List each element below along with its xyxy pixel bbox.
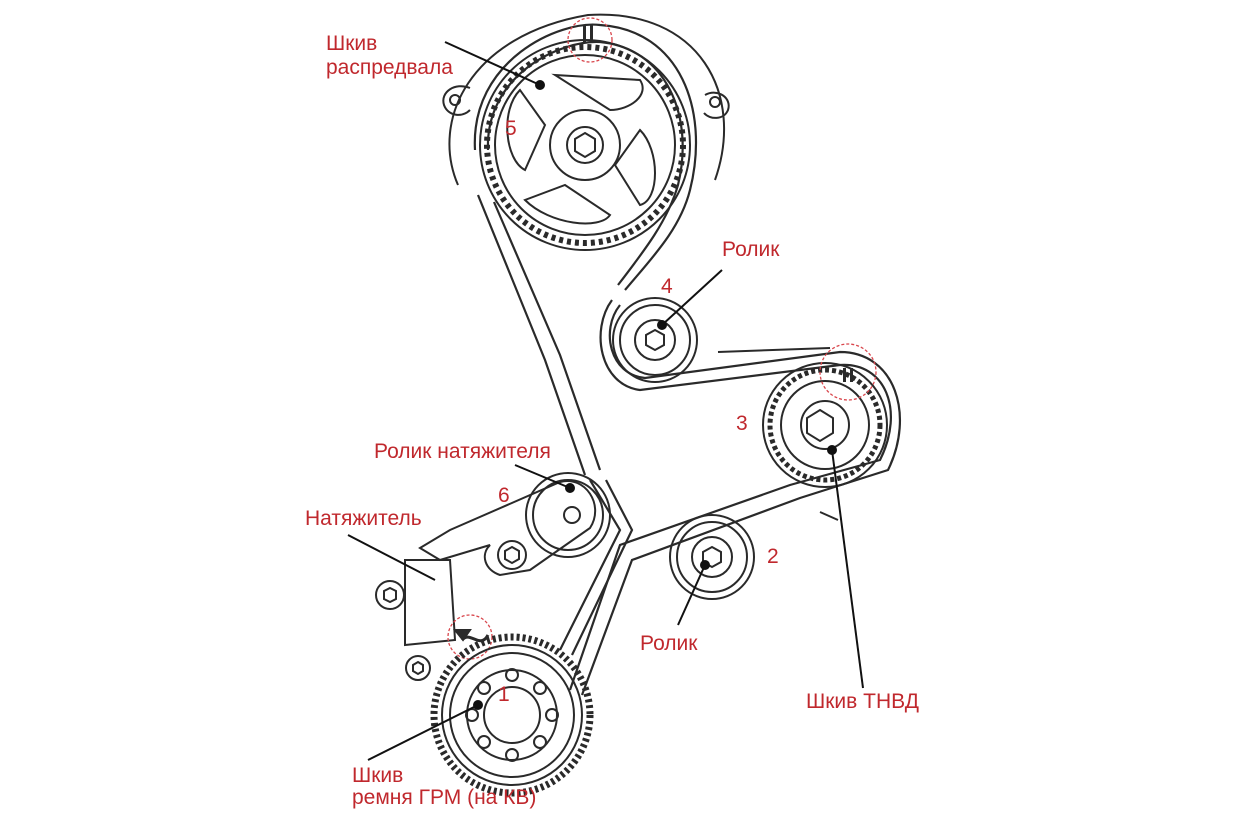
- pump-bracket: [717, 347, 831, 353]
- pump-bracket-lower: [819, 511, 839, 521]
- tensioner-arm: [418, 479, 597, 577]
- label-roller-bottom: Ролик: [640, 632, 698, 655]
- leader-pump-dot: [827, 445, 837, 455]
- leader-roller-2: [677, 564, 706, 626]
- label-roller-top: Ролик: [722, 238, 780, 261]
- leader-tensioner: [347, 534, 436, 581]
- number-1: 1: [498, 683, 510, 706]
- timing-belt: [473, 23, 902, 696]
- camshaft-timing-mark: [567, 17, 613, 63]
- label-tensioner-roller: Ролик натяжителя: [374, 440, 551, 463]
- label-crank-line2: ремня ГРМ (на КВ): [352, 786, 537, 809]
- leader-roller-4-dot: [657, 320, 667, 330]
- camshaft-pulley: [479, 25, 691, 251]
- leader-tensioner-roller: [514, 464, 571, 489]
- injection-pump-pulley: [762, 362, 888, 488]
- injection-pump-timing-mark: [819, 343, 877, 401]
- leader-pump: [831, 449, 864, 689]
- idler-roller-2: [669, 514, 755, 600]
- idler-roller-4: [612, 297, 698, 383]
- tensioner-body: [375, 559, 490, 681]
- label-injection-pump-pulley: Шкив ТНВД: [806, 690, 919, 713]
- leader-lines: [347, 41, 864, 761]
- leader-crank-dot: [473, 700, 483, 710]
- label-camshaft-line1: Шкив: [326, 32, 378, 55]
- leader-camshaft-dot: [535, 80, 545, 90]
- leader-tensioner-roller-dot: [565, 483, 575, 493]
- number-2: 2: [767, 545, 779, 568]
- label-camshaft-line2: распредвала: [326, 56, 453, 79]
- leader-roller-2-dot: [700, 560, 710, 570]
- number-4: 4: [661, 275, 673, 298]
- crankshaft-pulley: [430, 633, 594, 797]
- camshaft-cover: [442, 13, 730, 186]
- label-tensioner: Натяжитель: [305, 507, 422, 530]
- leader-camshaft: [444, 41, 541, 86]
- number-6: 6: [498, 484, 510, 507]
- leader-roller-4: [661, 269, 723, 326]
- number-5: 5: [505, 117, 517, 140]
- crank-timing-mark: [447, 614, 493, 660]
- label-crank-line1: Шкив: [352, 764, 404, 787]
- leader-crank: [367, 704, 479, 761]
- number-3: 3: [736, 412, 748, 435]
